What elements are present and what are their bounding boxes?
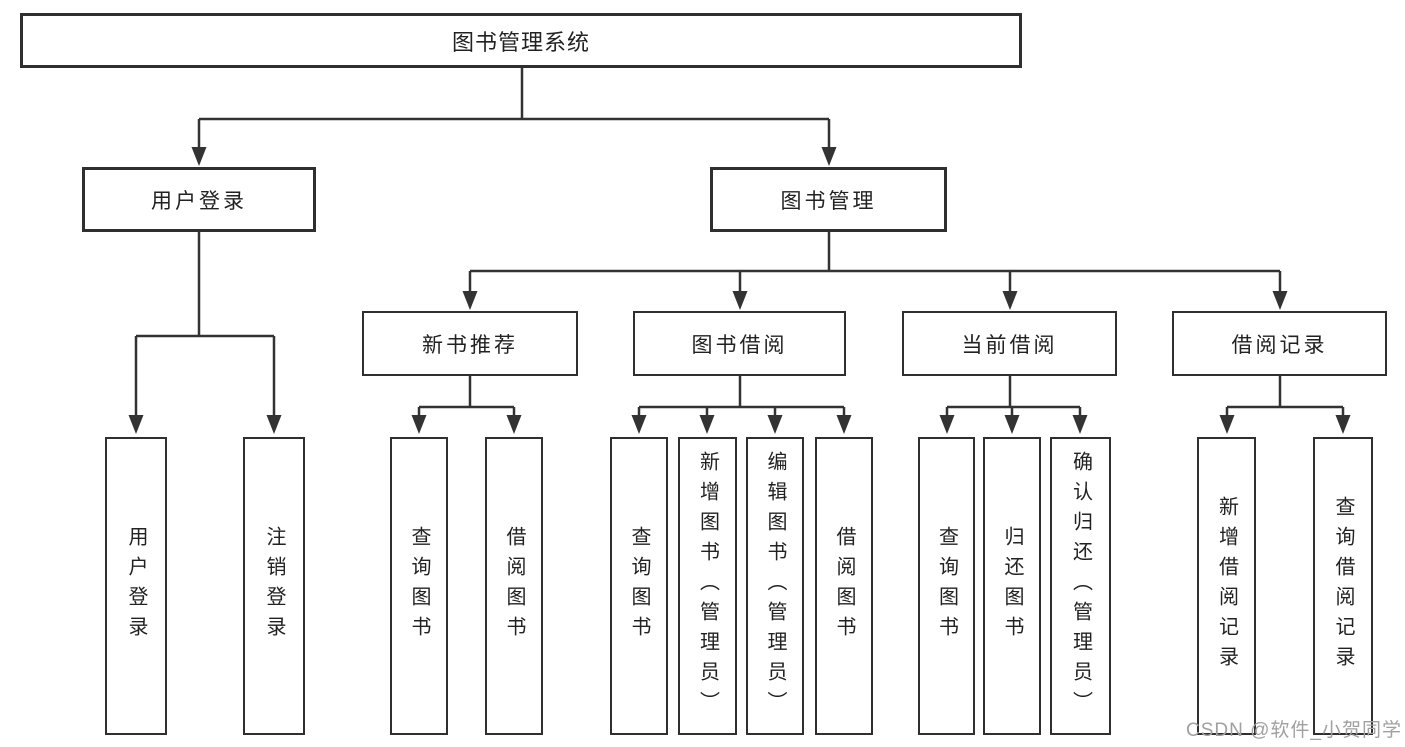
node-add-borrow-record: 新增借阅记录: [1197, 437, 1256, 735]
csdn-watermark: CSDN @软件_小贺同学: [1186, 720, 1402, 741]
node-label: 图书借阅: [691, 333, 788, 357]
node-label: 查询图书: [628, 526, 650, 646]
node-user-login: 用户登录: [82, 167, 316, 232]
node-label: 查询图书: [408, 526, 430, 646]
node-label: 用户登录: [151, 189, 247, 213]
node-label: 借阅图书: [503, 526, 525, 646]
node-label: 用户登录: [125, 526, 147, 646]
node-label: 当前借阅: [961, 333, 1058, 357]
node-label: 归还图书: [1001, 526, 1023, 646]
node-borrowing-records: 借阅记录: [1172, 311, 1387, 376]
node-borrow-books-recommend: 借阅图书: [485, 437, 543, 735]
node-query-books-recommend: 查询图书: [390, 437, 448, 735]
edge-new-book-recommendation-to-leaves: [411, 376, 522, 434]
node-new-book-recommendation: 新书推荐: [362, 311, 578, 376]
edge-book-management-to-level3: [462, 232, 1288, 310]
edge-borrowing-records-to-leaves: [1219, 376, 1351, 434]
edge-current-borrowing-to-leaves: [939, 376, 1088, 434]
node-query-borrow-record: 查询借阅记录: [1313, 437, 1373, 735]
node-current-borrowing: 当前借阅: [902, 311, 1117, 376]
node-label: 图书管理系统: [451, 29, 590, 55]
node-label: 图书管理: [780, 189, 877, 213]
node-label: 确认归还（管理员）: [1069, 451, 1092, 721]
node-label: 借阅记录: [1231, 333, 1328, 357]
node-label: 新增借阅记录: [1215, 496, 1238, 676]
node-library-system: 图书管理系统: [20, 13, 1022, 68]
edge-root-to-level2: [191, 68, 837, 166]
node-logout: 注销登录: [243, 437, 305, 735]
edge-user-login-to-leaves: [128, 232, 282, 434]
edge-book-borrowing-to-leaves: [631, 376, 852, 434]
node-query-books-borrow: 查询图书: [610, 437, 668, 735]
node-label: 查询借阅记录: [1332, 496, 1354, 676]
node-label: 编辑图书（管理员）: [764, 451, 786, 721]
node-label: 借阅图书: [833, 526, 855, 646]
node-user-login-action: 用户登录: [105, 437, 167, 735]
node-return-books: 归还图书: [983, 437, 1041, 735]
node-query-books-current: 查询图书: [918, 437, 975, 735]
node-add-book-admin: 新增图书（管理员）: [678, 437, 737, 735]
node-label: 新书推荐: [422, 333, 518, 357]
node-label: 新增图书（管理员）: [696, 451, 719, 721]
node-book-borrowing: 图书借阅: [633, 311, 846, 376]
node-label: 查询图书: [935, 526, 958, 646]
node-edit-book-admin: 编辑图书（管理员）: [746, 437, 804, 735]
node-label: 注销登录: [263, 526, 285, 646]
node-borrow-books: 借阅图书: [815, 437, 873, 735]
node-book-management: 图书管理: [710, 167, 947, 232]
node-confirm-return-admin: 确认归还（管理员）: [1050, 437, 1111, 735]
